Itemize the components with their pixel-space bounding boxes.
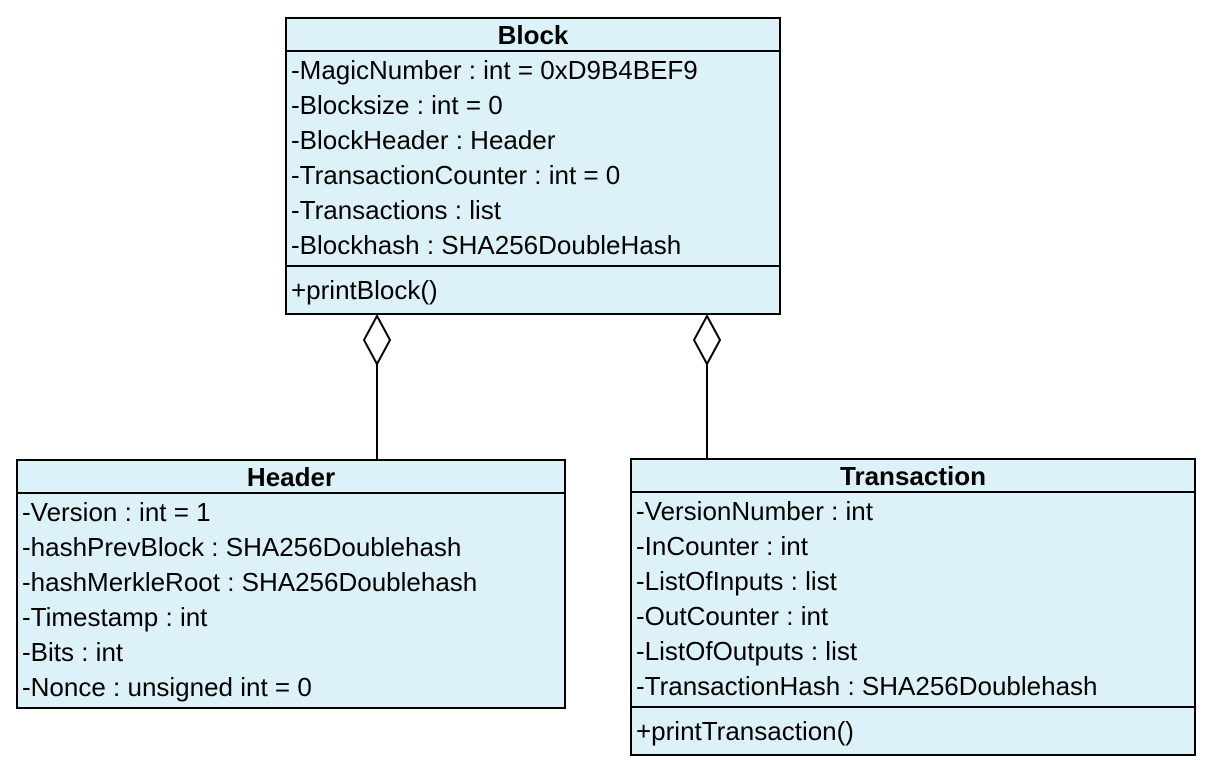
class-attribute: -InCounter : int	[636, 531, 808, 561]
class-name: Block	[287, 19, 779, 52]
class-box-transaction: Transaction -VersionNumber : int -InCoun…	[630, 458, 1196, 756]
aggregation-block-header	[362, 313, 392, 460]
attributes-compartment: -MagicNumber : int = 0xD9B4BEF9 -Blocksi…	[287, 52, 779, 265]
class-attribute: -Blockhash : SHA256DoubleHash	[291, 230, 682, 260]
class-attribute: -hashMerkleRoot : SHA256Doublehash	[22, 567, 478, 597]
class-operation: +printBlock()	[291, 275, 438, 305]
class-attribute: -hashPrevBlock : SHA256Doublehash	[22, 532, 462, 562]
attributes-compartment: -Version : int = 1 -hashPrevBlock : SHA2…	[18, 494, 564, 707]
class-name: Header	[18, 461, 564, 494]
class-attribute: -Blocksize : int = 0	[291, 90, 503, 120]
operations-compartment: +printBlock()	[287, 265, 779, 313]
attributes-compartment: -VersionNumber : int -InCounter : int -L…	[632, 493, 1194, 706]
class-attribute: -VersionNumber : int	[636, 496, 873, 526]
aggregation-diamond-icon	[362, 313, 392, 367]
class-attribute: -TransactionHash : SHA256Doublehash	[636, 671, 1098, 701]
class-attribute: -TransactionCounter : int = 0	[291, 160, 621, 190]
class-operation: +printTransaction()	[636, 716, 854, 746]
aggregation-block-transaction	[692, 313, 722, 459]
class-name: Transaction	[632, 460, 1194, 493]
class-box-block: Block -MagicNumber : int = 0xD9B4BEF9 -B…	[285, 17, 781, 315]
class-attribute: -MagicNumber : int = 0xD9B4BEF9	[291, 55, 698, 85]
class-attribute: -Transactions : list	[291, 195, 501, 225]
aggregation-diamond-icon	[692, 313, 722, 367]
class-attribute: -Bits : int	[22, 637, 124, 667]
operations-compartment: +printTransaction()	[632, 706, 1194, 754]
class-attribute: -Timestamp : int	[22, 602, 208, 632]
class-attribute: -Version : int = 1	[22, 497, 211, 527]
class-attribute: -ListOfInputs : list	[636, 566, 837, 596]
class-attribute: -ListOfOutputs : list	[636, 636, 858, 666]
class-attribute: -BlockHeader : Header	[291, 125, 556, 155]
class-attribute: -OutCounter : int	[636, 601, 829, 631]
class-attribute: -Nonce : unsigned int = 0	[22, 672, 312, 702]
class-box-header: Header -Version : int = 1 -hashPrevBlock…	[16, 459, 566, 709]
